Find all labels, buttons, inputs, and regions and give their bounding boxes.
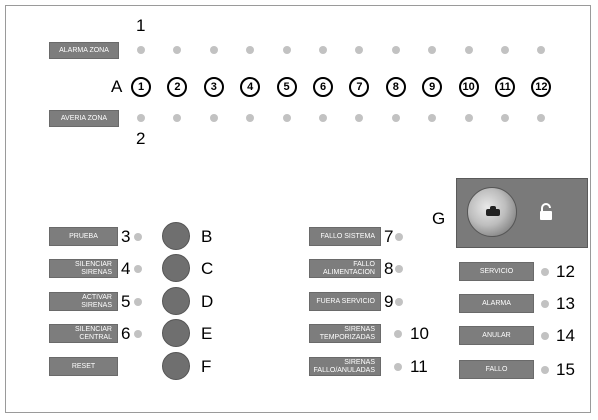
status-indicator-label: SIRENAS TEMPORIZADAS: [309, 324, 381, 343]
zone-number: 2: [167, 77, 188, 97]
panel-status-label: ALARMA: [459, 294, 534, 313]
status-indicator-label: FALLO SISTEMA: [309, 227, 381, 246]
fault-zone-led: [246, 114, 255, 122]
control-button[interactable]: [162, 254, 190, 282]
fault-zone-led: [319, 114, 327, 122]
panel-status-led: [541, 268, 549, 276]
key-icon[interactable]: [467, 187, 517, 237]
zone-row-letter: A: [111, 77, 123, 96]
panel-status-label: ANULAR: [459, 326, 534, 345]
left-control-callout: 6: [121, 324, 131, 343]
alarm-zone-led: [173, 46, 182, 54]
panel-status-label: SERVICIO: [459, 262, 534, 281]
unlock-icon: [540, 203, 552, 220]
alarm-zone-led: [319, 46, 327, 54]
alarm-zone-led: [391, 46, 400, 54]
panel-status-led: [541, 366, 549, 374]
control-button[interactable]: [162, 319, 190, 347]
alarm-zone-callout: 1: [136, 16, 146, 35]
panel-status-callout: 15: [556, 360, 575, 379]
status-indicator-led: [395, 233, 403, 241]
left-control-callout: 5: [121, 292, 131, 311]
alarm-zone-led: [537, 46, 546, 54]
key-slot: [486, 206, 500, 216]
status-indicator-label: FUERA SERVICIO: [309, 292, 381, 311]
zone-number: 7: [349, 77, 370, 97]
panel-status-callout: 14: [556, 326, 575, 345]
alarm-zone-label: ALARMA ZONA: [49, 42, 119, 59]
zone-number: 5: [276, 77, 297, 97]
control-button-letter: F: [201, 357, 212, 376]
zone-number: 1: [131, 77, 151, 97]
zone-number: 9: [422, 77, 443, 97]
zone-number: 12: [531, 77, 552, 97]
control-button[interactable]: [162, 287, 190, 315]
left-control-led: [134, 298, 142, 306]
zone-number: 8: [385, 77, 406, 97]
zone-number: 11: [495, 77, 515, 97]
fault-zone-led: [428, 114, 437, 122]
zone-number: 6: [313, 77, 333, 97]
zone-number: 3: [203, 77, 224, 97]
status-indicator-callout: 8: [384, 259, 394, 278]
control-button[interactable]: [162, 352, 190, 380]
panel-status-led: [541, 332, 549, 340]
status-indicator-callout: 10: [410, 324, 429, 343]
fault-zone-led: [209, 114, 218, 122]
alarm-zone-led: [464, 46, 473, 54]
alarm-zone-led: [428, 46, 437, 54]
panel-status-callout: 13: [556, 294, 575, 313]
status-indicator-callout: 9: [384, 292, 394, 311]
fault-zone-led: [501, 114, 509, 122]
status-indicator-callout: 7: [384, 227, 394, 246]
left-control-led: [134, 233, 142, 241]
left-control-label: SILENCIAR CENTRAL: [49, 324, 118, 343]
fault-zone-led: [173, 114, 182, 122]
fault-zone-led: [464, 114, 473, 122]
control-button-letter: E: [201, 324, 213, 343]
alarm-zone-led: [209, 46, 218, 54]
key-switch-letter: G: [432, 209, 446, 228]
left-control-callout: 4: [121, 259, 131, 278]
status-indicator-callout: 11: [410, 357, 428, 376]
control-button-letter: D: [201, 292, 214, 311]
fault-zone-led: [282, 114, 291, 122]
status-indicator-label: FALLO ALIMENTACION: [309, 259, 381, 278]
control-button-letter: C: [201, 259, 214, 278]
left-control-label: SILENCIAR SIRENAS: [49, 259, 118, 278]
zone-number: 10: [458, 77, 479, 97]
status-indicator-led: [395, 298, 403, 306]
panel-status-label: FALLO: [459, 360, 534, 379]
panel-status-led: [541, 300, 549, 308]
control-button-letter: B: [201, 227, 213, 246]
fault-zone-callout: 2: [136, 129, 146, 148]
alarm-zone-led: [246, 46, 255, 54]
panel-status-callout: 12: [556, 262, 575, 281]
left-control-label: PRUEBA: [49, 227, 118, 246]
alarm-zone-led: [282, 46, 291, 54]
left-control-led: [134, 330, 142, 338]
alarm-zone-led: [501, 46, 509, 54]
fault-zone-led: [537, 114, 546, 122]
left-control-label: ACTIVAR SIRENAS: [49, 292, 118, 311]
status-indicator-led: [395, 265, 403, 273]
status-indicator-led: [394, 363, 402, 371]
status-indicator-led: [394, 330, 402, 338]
left-control-callout: 3: [121, 227, 131, 246]
control-button[interactable]: [162, 222, 190, 250]
fault-zone-label: AVERIA ZONA: [49, 110, 119, 127]
fault-zone-led: [355, 114, 364, 122]
alarm-zone-led: [137, 46, 145, 54]
fault-zone-led: [137, 114, 145, 122]
status-indicator-label: SIRENAS FALLO/ANULADAS: [309, 357, 381, 376]
left-control-label: RESET: [49, 357, 118, 376]
key-switch[interactable]: [456, 178, 588, 248]
zone-number: 4: [240, 77, 261, 97]
alarm-zone-led: [355, 46, 364, 54]
fault-zone-led: [391, 114, 400, 122]
left-control-led: [134, 265, 142, 273]
